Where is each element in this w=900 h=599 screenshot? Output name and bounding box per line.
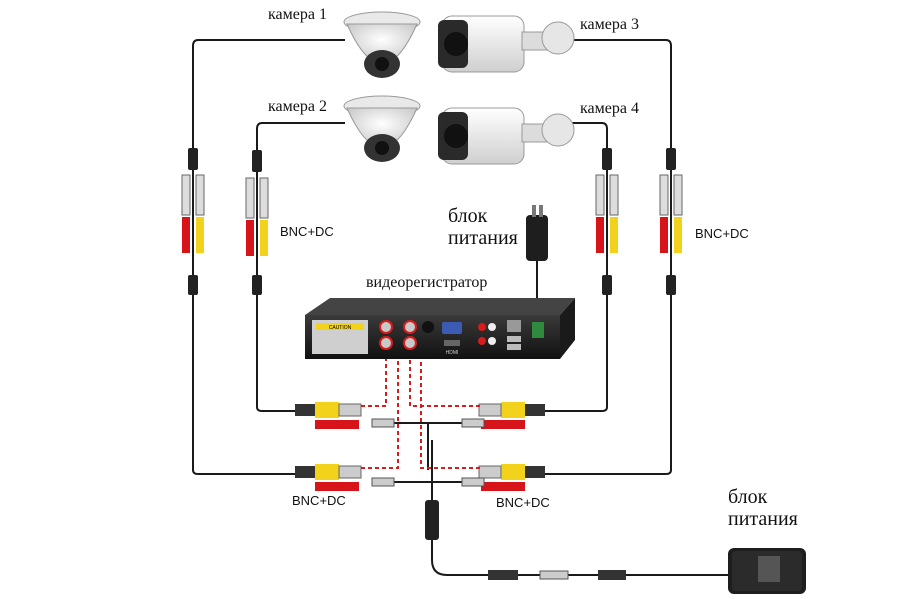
power-supply-1-line2: питания (448, 227, 518, 249)
power-supply-2-line1: блок (728, 486, 768, 508)
bullet-camera-3 (438, 15, 575, 73)
connector-label-right: BNC+DC (695, 226, 749, 241)
power-supply-2-label: блок питания (728, 486, 798, 530)
dome-camera-2 (343, 95, 421, 162)
camera-2-label: камера 2 (268, 98, 327, 115)
connector-label-left: BNC+DC (280, 224, 334, 239)
connector-label-bottom-left: BNC+DC (292, 493, 346, 508)
vertical-plug-pairs (181, 174, 683, 256)
dvr-unit: CAUTION HDMI (305, 298, 575, 359)
camera-4-label: камера 4 (580, 100, 639, 117)
camera-3-label: камера 3 (580, 16, 639, 33)
power-adapter-small (526, 205, 548, 261)
power-adapter-large (728, 548, 806, 594)
camera-1-label: камера 1 (268, 6, 327, 23)
dvr-caution-label: CAUTION (329, 325, 352, 331)
power-supply-1-line1: блок (448, 205, 488, 227)
power-supply-1-label: блок питания (448, 205, 518, 249)
dome-camera-1 (343, 11, 421, 78)
connector-label-bottom-right: BNC+DC (496, 495, 550, 510)
bullet-camera-4 (438, 107, 575, 165)
cable-connectors (188, 148, 676, 540)
power-supply-2-line2: питания (728, 508, 798, 530)
dvr-label: видеорегистратор (366, 274, 488, 291)
dvr-panel-label: HDMI (446, 350, 459, 356)
video-signal-lines (361, 345, 480, 469)
horizontal-plug-pairs (295, 402, 626, 580)
